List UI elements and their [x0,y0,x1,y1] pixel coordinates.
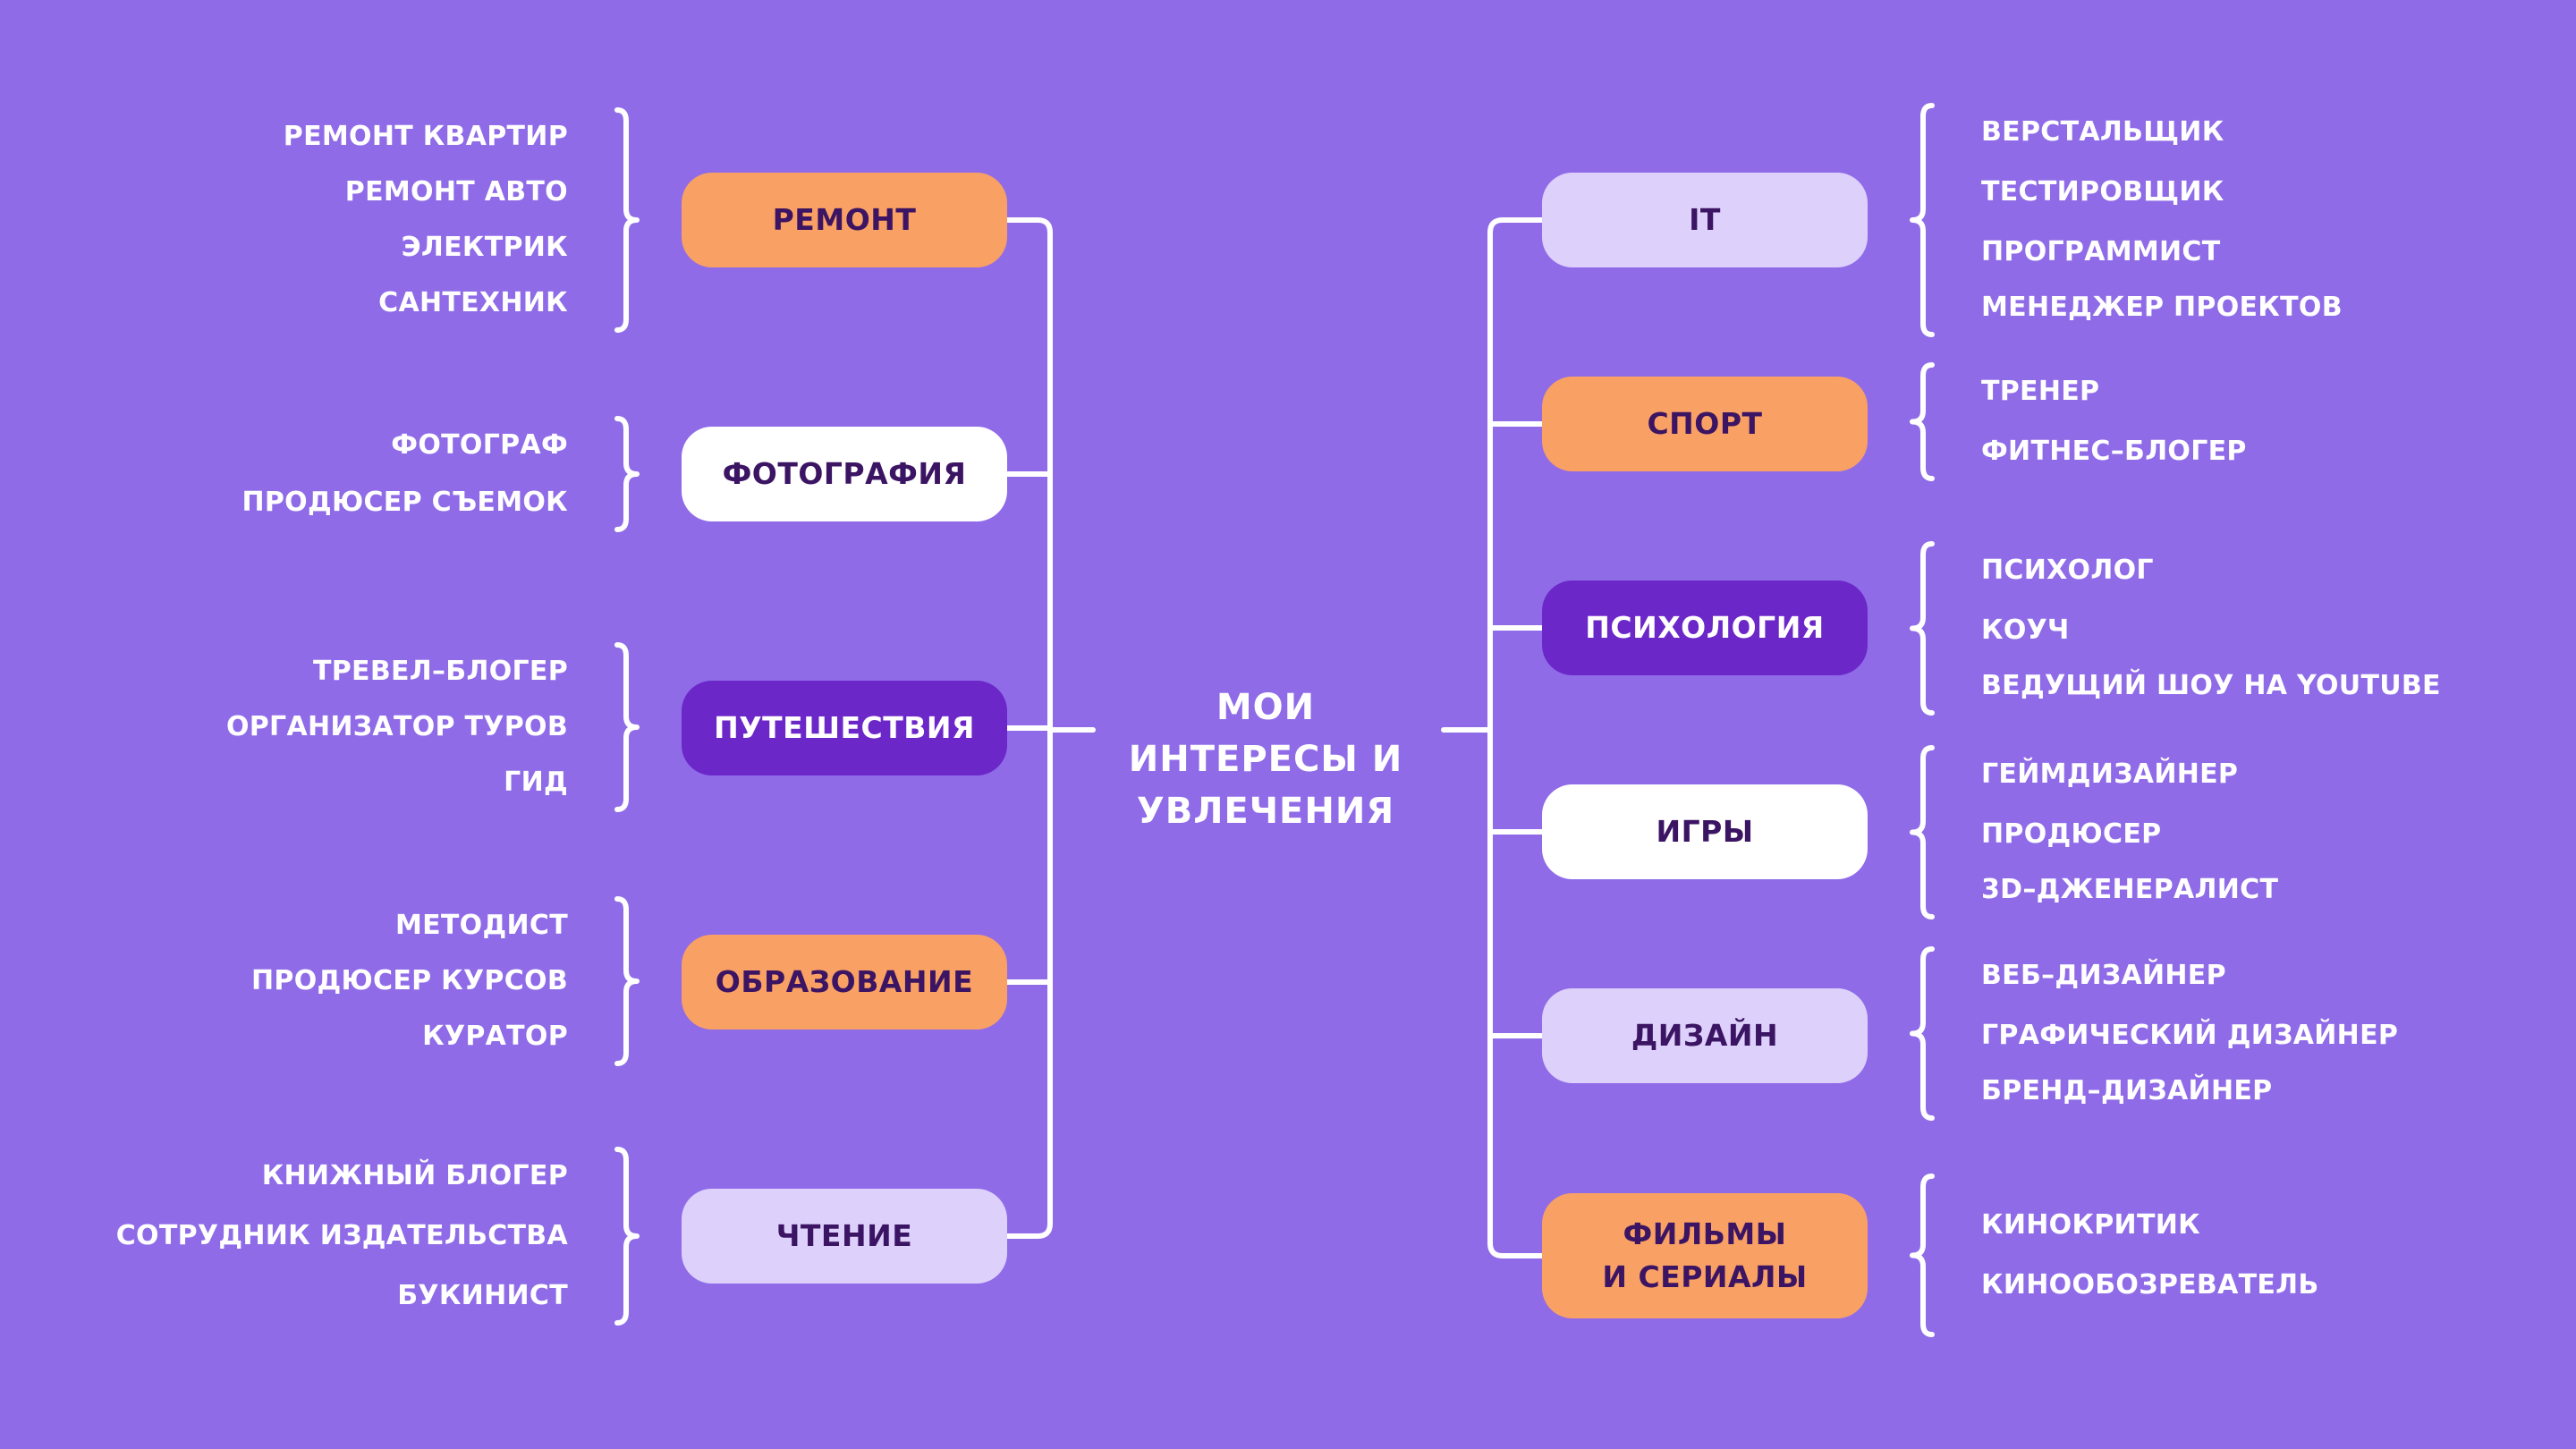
role-item: ВЕДУЩИЙ ШОУ НА YOUTUBE [1981,670,2441,701]
role-item: ВЕБ–ДИЗАЙНЕР [1981,960,2226,991]
role-item: РЕМОНТ КВАРТИР [283,121,568,152]
role-item: ВЕРСТАЛЬЩИК [1981,116,2224,148]
topic-node-психология: ПСИХОЛОГИЯ [1542,580,1868,675]
role-item: ЭЛЕКТРИК [401,232,568,263]
role-item: ТЕСТИРОВЩИК [1981,176,2224,208]
brace-right-2 [1910,541,1935,716]
role-item: ТРЕНЕР [1981,376,2100,407]
role-item: МЕНЕДЖЕР ПРОЕКТОВ [1981,292,2343,323]
role-item: КНИЖНЫЙ БЛОГЕР [261,1160,568,1191]
role-item: ТРЕВЕЛ–БЛОГЕР [312,656,568,687]
role-item: САНТЕХНИК [378,287,568,318]
role-item: РЕМОНТ АВТО [344,176,568,208]
role-item: ФИТНЕС–БЛОГЕР [1981,436,2247,467]
topic-node-фотография: ФОТОГРАФИЯ [682,427,1007,521]
brace-left-2 [614,642,640,812]
brace-right-1 [1910,362,1935,481]
brace-left-4 [614,1147,640,1326]
topic-node-образование: ОБРАЗОВАНИЕ [682,935,1007,1030]
role-item: БРЕНД–ДИЗАЙНЕР [1981,1075,2273,1106]
role-item: ПРОДЮСЕР СЪЕМОК [242,487,568,518]
brace-right-5 [1910,1174,1935,1337]
role-item: СОТРУДНИК ИЗДАТЕЛЬСТВА [115,1220,568,1251]
brace-right-3 [1910,745,1935,919]
topic-node-путешествия: ПУТЕШЕСТВИЯ [682,681,1007,775]
role-item: ОРГАНИЗАТОР ТУРОВ [225,711,568,742]
role-item: БУКИНИСТ [397,1280,568,1311]
role-item: ФОТОГРАФ [391,429,568,461]
topic-node-it: IT [1542,173,1868,267]
role-item: ГЕЙМДИЗАЙНЕР [1981,758,2239,790]
role-item: КУРАТОР [422,1021,568,1052]
role-item: ПРОГРАММИСТ [1981,236,2221,267]
topic-node-спорт: СПОРТ [1542,377,1868,471]
topic-node-ремонт: РЕМОНТ [682,173,1007,267]
center-title: МОИ ИНТЕРЕСЫ И УВЛЕЧЕНИЯ [1128,687,1403,832]
role-item: КИНООБОЗРЕВАТЕЛЬ [1981,1269,2319,1301]
role-item: КОУЧ [1981,614,2070,646]
role-item: ПСИХОЛОГ [1981,555,2154,586]
role-item: ГРАФИЧЕСКИЙ ДИЗАЙНЕР [1981,1020,2399,1051]
brace-right-0 [1910,103,1935,337]
brace-left-3 [614,896,640,1066]
topic-node-дизайн: ДИЗАЙН [1542,988,1868,1083]
topic-node-игры: ИГРЫ [1542,784,1868,879]
topic-node-фильмы-и-сериалы: ФИЛЬМЫ И СЕРИАЛЫ [1542,1193,1868,1318]
topic-node-чтение: ЧТЕНИЕ [682,1189,1007,1284]
role-item: 3D–ДЖЕНЕРАЛИСТ [1981,874,2279,905]
brace-left-0 [614,107,640,333]
role-item: КИНОКРИТИК [1981,1209,2200,1241]
role-item: ПРОДЮСЕР [1981,818,2162,850]
brace-right-4 [1910,946,1935,1121]
role-item: ПРОДЮСЕР КУРСОВ [251,965,568,996]
brace-left-1 [614,416,640,532]
trunk-right [1487,217,1545,1258]
role-item: МЕТОДИСТ [394,910,568,941]
role-item: ГИД [504,767,568,798]
